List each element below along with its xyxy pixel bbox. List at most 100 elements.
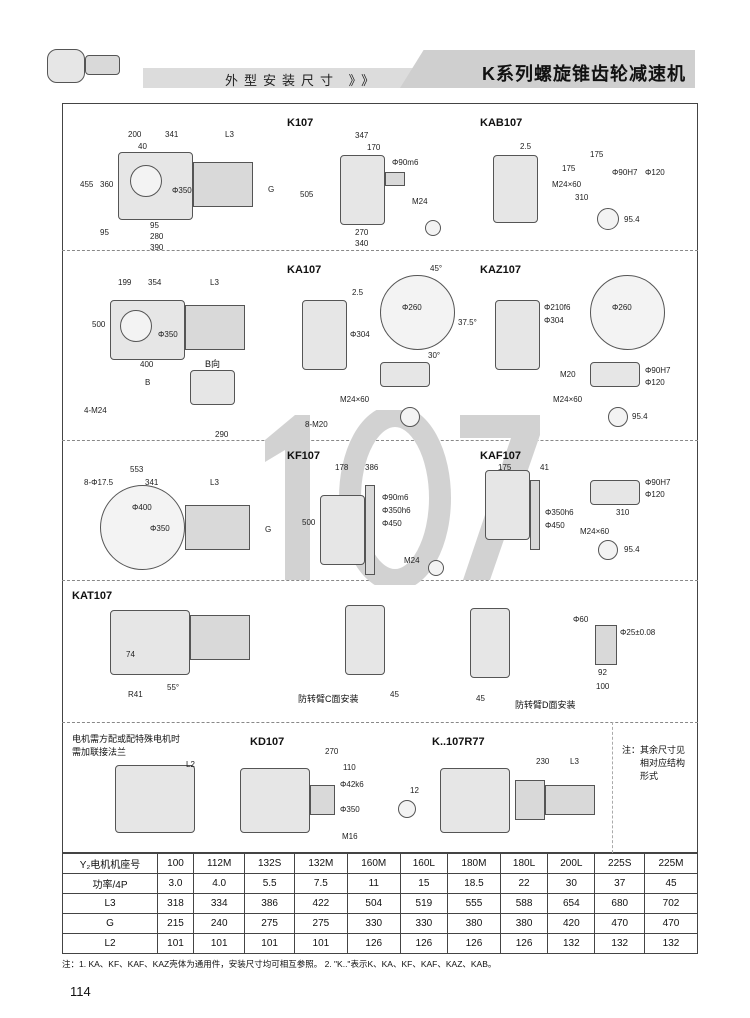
panel-title-kab107: KAB107 [480, 117, 523, 129]
panel-title-kaf107: KAF107 [480, 450, 521, 462]
panel-title-kat107: KAT107 [72, 590, 113, 602]
dimension-label: 45 [390, 690, 399, 699]
dimension-label: Φ350h6 [545, 508, 574, 517]
dimension-label: 505 [300, 190, 314, 199]
table-cell: 180M [447, 853, 501, 874]
dimension-label: L3 [210, 478, 219, 487]
dimension-label: Φ120 [645, 490, 665, 499]
table-cell: 100 [157, 853, 194, 874]
dimension-label: 310 [616, 508, 630, 517]
dimension-label: 270 [355, 228, 369, 237]
dimension-label: 360 [100, 180, 114, 189]
table-cell: 680 [594, 893, 645, 914]
table-cell: 112M [192, 853, 246, 874]
dimension-label: Φ210f6 [544, 303, 571, 312]
dimension-label: 340 [355, 239, 369, 248]
dimension-label: M24 [412, 197, 428, 206]
table-cell: 470 [594, 913, 645, 934]
dimension-label: 280 [150, 232, 164, 241]
table-cell: 330 [399, 913, 449, 934]
dimension-label: 390 [150, 243, 164, 252]
page-title: K系列螺旋锥齿轮减速机 [482, 64, 686, 84]
table-cell: 225M [644, 853, 698, 874]
footnote: 注：1. KA、KF、KAF、KAZ壳体为通用件，安装尺寸均可相互参照。 2. … [62, 959, 497, 969]
dimension-label: Φ450 [382, 519, 402, 528]
note-line: 需加联接法兰 [72, 747, 127, 757]
table-cell: 101 [192, 933, 246, 954]
table-cell: 132M [293, 853, 348, 874]
dimension-label: 386 [365, 463, 379, 472]
dimension-label: Φ260 [402, 303, 422, 312]
table-cell: 420 [547, 913, 596, 934]
dimension-label: 347 [355, 131, 369, 140]
dimension-label: L3 [225, 130, 234, 139]
note-line: 形式 [640, 771, 659, 781]
dimension-label: 341 [145, 478, 159, 487]
table-cell: 126 [399, 933, 449, 954]
table-cell: 4.0 [192, 873, 246, 894]
dimension-label: Φ304 [350, 330, 370, 339]
table-cell: 215 [157, 913, 194, 934]
table-cell: 275 [293, 913, 348, 934]
dimension-label: Φ25±0.08 [620, 628, 656, 637]
table-cell: 5.5 [244, 873, 295, 894]
dimension-label: 41 [540, 463, 549, 472]
gearbox-logo-image [45, 45, 125, 85]
dimension-label: Φ350 [150, 524, 170, 533]
gear-housing-shape [47, 49, 85, 83]
table-cell: 470 [644, 913, 698, 934]
dimension-label: 175 [562, 164, 576, 173]
panel-title-kaz107: KAZ107 [480, 264, 521, 276]
dimension-label: 553 [130, 465, 144, 474]
drawings-frame [62, 103, 698, 853]
divider [612, 722, 613, 853]
table-cell: 422 [293, 893, 348, 914]
dimension-label: M24×60 [340, 395, 370, 404]
table-cell: 380 [499, 913, 549, 934]
dimension-label: 310 [575, 193, 589, 202]
dimension-label: 74 [126, 650, 135, 659]
table-cell: 45 [644, 873, 698, 894]
dimension-label: 175 [498, 463, 512, 472]
row-header: Y₂电机机座号 [62, 853, 158, 874]
table-cell: 180L [499, 853, 549, 874]
dimension-label: 170 [367, 143, 381, 152]
table-cell: 225S [594, 853, 645, 874]
dimension-label: 178 [335, 463, 349, 472]
table-cell: 126 [447, 933, 501, 954]
section-subtitle: 外型安装尺寸 》》 [225, 70, 380, 89]
dimension-label: Φ42k6 [340, 780, 364, 789]
table-cell: 132 [594, 933, 645, 954]
table-cell: 330 [346, 913, 401, 934]
dimension-label: M24×60 [552, 180, 582, 189]
motor-note: 电机需方配或配特殊电机时 需加联接法兰 [72, 733, 180, 759]
table-cell: 240 [192, 913, 246, 934]
angle-label: 45° [430, 264, 443, 273]
table-cell: 386 [244, 893, 295, 914]
table-cell: 132 [547, 933, 596, 954]
dimension-label: 500 [92, 320, 106, 329]
dimension-label: 12 [410, 786, 419, 795]
row-header: L3 [62, 893, 158, 914]
divider [62, 250, 698, 251]
table-cell: 126 [346, 933, 401, 954]
dimension-label: 500 [302, 518, 316, 527]
dimension-label: 175 [590, 150, 604, 159]
caption-d-mount: 防转臂D面安装 [515, 700, 576, 710]
table-cell: 15 [399, 873, 449, 894]
dimension-label: G [265, 525, 272, 534]
note-line: 注：其余尺寸见 [622, 745, 686, 755]
row-header: 功率/4P [62, 873, 158, 894]
table-cell: 101 [157, 933, 194, 954]
subtitle-text: 外型安装尺寸 [225, 73, 340, 88]
dimension-label: M24×60 [553, 395, 583, 404]
dimension-label: 92 [598, 668, 607, 677]
angle-label: 30° [428, 351, 441, 360]
table-cell: 37 [594, 873, 645, 894]
dimension-label: 2.5 [352, 288, 364, 297]
